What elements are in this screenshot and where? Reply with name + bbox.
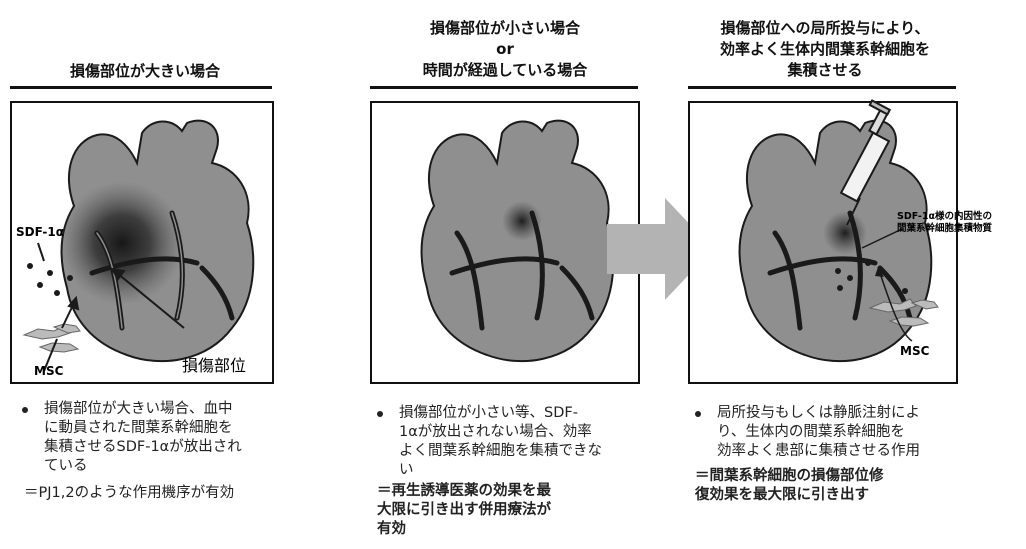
- panel1-bullet: 損傷部位が大きい場合、血中 に動員された間葉系幹細胞を 集積させるSDF-1αが…: [20, 400, 290, 476]
- panel2-illustration: [370, 101, 640, 384]
- bullet-line: ている: [44, 458, 88, 474]
- panel1-description: 損傷部位が大きい場合、血中 に動員された間葉系幹細胞を 集積させるSDF-1αが…: [20, 400, 290, 503]
- panel3-title-line-2: 効率よく生体内間葉系幹細胞を: [719, 40, 930, 58]
- bullet-line: 集積させるSDF-1αが放出され: [44, 439, 242, 455]
- bullet-dot-icon: [377, 411, 383, 417]
- transition-arrow-icon: [607, 198, 713, 300]
- bullet-line: い: [399, 462, 414, 478]
- panel2-title: 損傷部位が小さい場合 or 時間が経過している場合: [365, 18, 645, 81]
- bullet-line: 損傷部位が小さい等、SDF-: [399, 405, 578, 421]
- panel2-description: 損傷部位が小さい等、SDF- 1αが放出されない場合、効率 よく間葉系幹細胞を集…: [375, 404, 630, 539]
- panel2-title-line-1: 損傷部位が小さい場合: [429, 19, 580, 37]
- panel1-title-rule: [10, 86, 272, 89]
- syringe-icon: [839, 99, 892, 226]
- msc-label: MSC: [34, 364, 64, 378]
- heart-shape: [420, 119, 615, 363]
- panel3-conclusion: ＝間葉系幹細胞の損傷部位修 復効果を最大限に引き出す: [693, 467, 955, 505]
- panel2-heart-diagram: [420, 119, 615, 363]
- panel3-title-rule: [688, 86, 956, 89]
- bullet-line: よく間葉系幹細胞を集積できな: [399, 443, 602, 459]
- panel1-conclusion: ＝PJ1,2のような作用機序が有効: [24, 485, 235, 501]
- panel1-illustration: SDF-1α MSC 損傷部位: [10, 101, 274, 384]
- conclusion-line: ＝再生誘導医薬の効果を最: [377, 483, 551, 499]
- sdf-like-particles: [835, 260, 908, 294]
- pointer-lines: [861, 228, 913, 342]
- panel3-bullet: 局所投与もしくは静脈注射によ り、生体内の間葉系幹細胞を 効率よく患部に集積させ…: [693, 404, 955, 461]
- panel1-title: 損傷部位が大きい場合: [20, 61, 270, 82]
- panel3-title-line-1: 損傷部位への局所投与により、: [720, 19, 930, 37]
- panel1-title-line: 損傷部位が大きい場合: [69, 62, 220, 80]
- msc-cells: [22, 323, 81, 353]
- bullet-line: 局所投与もしくは静脈注射によ: [717, 405, 920, 421]
- sdf-label: SDF-1α: [16, 225, 64, 239]
- damage-zone-large: [60, 181, 184, 305]
- panel3-heart-diagram: SDF-1α様の内因性の 間葉系幹細胞集積物質 MSC: [738, 99, 993, 363]
- sdf-particles: [27, 263, 73, 296]
- panel3-title-line-3: 集積させる: [787, 61, 863, 79]
- conclusion-line: 有効: [377, 521, 406, 537]
- msc-arrowhead: [875, 267, 884, 277]
- conclusion-line: 復効果を最大限に引き出す: [695, 487, 869, 503]
- damage-site-label: 損傷部位: [182, 356, 246, 375]
- conclusion-line: 大限に引き出す併用療法が: [377, 502, 551, 518]
- panel2-bullet: 損傷部位が小さい等、SDF- 1αが放出されない場合、効率 よく間葉系幹細胞を集…: [375, 404, 630, 480]
- panel2-title-rule: [370, 86, 638, 89]
- panel1-heart-diagram: SDF-1α MSC 損傷部位: [16, 119, 255, 378]
- panel2-title-line-2: or: [496, 40, 514, 58]
- bullet-line: 効率よく患部に集積させる作用: [717, 443, 920, 459]
- bullet-line: り、生体内の間葉系幹細胞を: [717, 424, 905, 440]
- panel3-title: 損傷部位への局所投与により、 効率よく生体内間葉系幹細胞を 集積させる: [688, 18, 962, 81]
- bullet-line: 1αが放出されない場合、効率: [399, 424, 592, 440]
- bullet-line: 損傷部位が大きい場合、血中: [44, 401, 233, 417]
- panel2-conclusion: ＝再生誘導医薬の効果を最 大限に引き出す併用療法が 有効: [375, 482, 630, 539]
- bullet-line: に動員された間葉系幹細胞を: [44, 420, 233, 436]
- bullet-dot-icon: [22, 407, 28, 413]
- panel2-title-line-3: 時間が経過している場合: [422, 61, 588, 79]
- bullet-dot-icon: [695, 411, 701, 417]
- sdf-like-label-line-2: 間葉系幹細胞集積物質: [897, 222, 993, 234]
- coronary-vessels: [767, 210, 913, 331]
- pointer-arrows: [37, 242, 185, 372]
- panel3-description: 局所投与もしくは静脈注射によ り、生体内の間葉系幹細胞を 効率よく患部に集積させ…: [693, 404, 955, 505]
- msc-label: MSC: [900, 344, 930, 358]
- panel3-illustration: SDF-1α様の内因性の 間葉系幹細胞集積物質 MSC: [688, 99, 993, 384]
- coronary-vessels: [449, 210, 595, 331]
- conclusion-line: ＝間葉系幹細胞の損傷部位修: [695, 468, 884, 484]
- sdf-like-label-line-1: SDF-1α様の内因性の: [897, 210, 992, 222]
